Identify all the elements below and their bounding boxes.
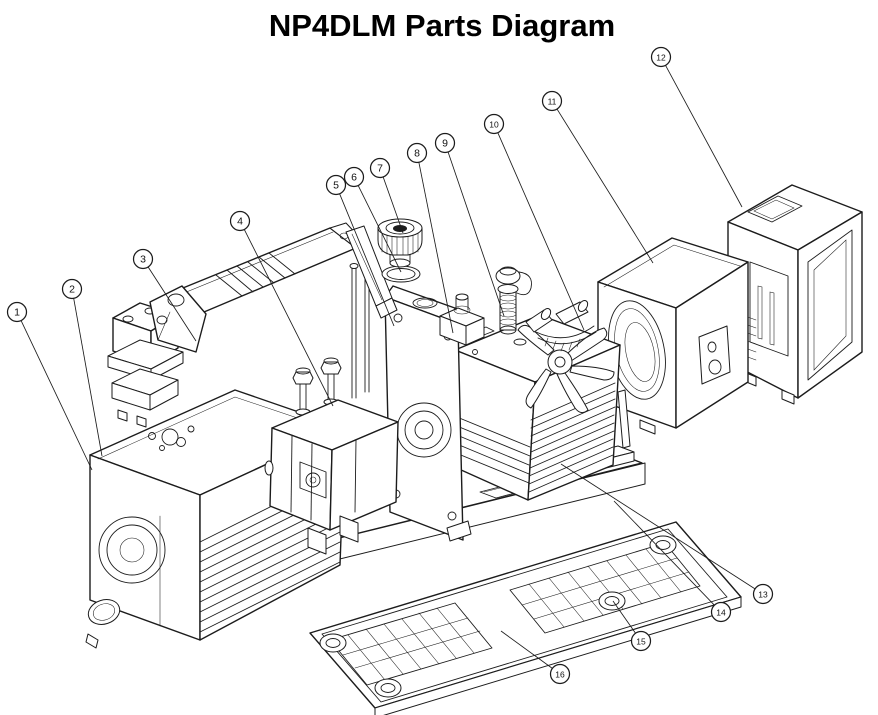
callout-number: 14 [716,608,726,618]
callout-13: 13 [752,583,774,605]
service-port-drawing [495,266,532,335]
callout-2: 2 [61,278,83,300]
o-ring-drawing [381,265,421,283]
fan-drawing [517,324,615,414]
callout-leader-line [560,463,756,590]
callout-15: 15 [630,630,652,652]
callout-12: 12 [650,46,672,68]
callout-bubble [6,301,28,323]
callout-bubble [369,157,391,179]
callout-bubble [434,132,456,154]
rubber-foot-drawing [319,535,677,698]
callout-number: 11 [548,97,557,107]
callout-bubble [630,630,652,652]
page-title: NP4DLM Parts Diagram [269,8,615,43]
callout-9: 9 [434,132,456,154]
callout-8: 8 [406,142,428,164]
callout-number: 3 [140,254,146,266]
callout-bubble [752,583,774,605]
pump-body-drawing [449,314,621,501]
pump-head-plate-drawing [349,257,485,542]
callout-number: 6 [351,172,357,184]
callout-number: 5 [333,180,339,192]
callout-number: 2 [69,284,75,296]
callout-leader-line [20,320,93,471]
callout-bubble [541,90,563,112]
callout-leader-line [613,500,715,606]
callout-16: 16 [549,663,571,685]
callout-leader-line [556,108,654,264]
callout-number: 1 [14,307,20,319]
callout-number: 16 [555,670,565,680]
callout-number: 7 [377,163,383,175]
callout-bubble [325,174,347,196]
callout-bubble [229,210,251,232]
callout-6: 6 [343,166,365,188]
callout-number: 4 [237,216,243,228]
oil-cap-drawing [377,218,423,268]
callout-leader-line [147,266,197,342]
callout-bubble [710,601,732,623]
callout-leader-line [243,229,334,407]
callout-bubble [343,166,365,188]
callout-leader-line [612,600,636,634]
callout-bubble [483,113,505,135]
callout-bubble [406,142,428,164]
base-cover-drawing [309,521,742,715]
callout-11: 11 [541,90,563,112]
callout-bubble [61,278,83,300]
callout-leader-line [73,298,103,457]
callout-14: 14 [710,601,732,623]
callout-bubble [650,46,672,68]
callout-number: 10 [489,120,499,130]
callout-1: 1 [6,301,28,323]
callout-leader-line [357,185,402,273]
callout-number: 15 [636,637,646,647]
callout-number: 8 [414,148,420,160]
callout-leader-line [447,151,505,317]
callout-number: 12 [656,53,666,63]
fitting-drawing [525,299,597,352]
callout-leader-line [500,630,553,669]
callout-leader-line [382,176,404,234]
callout-number: 13 [758,590,768,600]
callout-leader-line [339,193,395,327]
callout-4: 4 [229,210,251,232]
callout-bubble [549,663,571,685]
callout-leader-line [418,162,454,334]
callout-number: 9 [442,138,448,150]
callout-bubble [132,248,154,270]
callout-3: 3 [132,248,154,270]
pump-cartridge-drawing [264,357,399,555]
callout-5: 5 [325,174,347,196]
callout-7: 7 [369,157,391,179]
callout-leader-line [665,65,743,208]
callout-10: 10 [483,113,505,135]
callout-leader-line [497,132,585,331]
